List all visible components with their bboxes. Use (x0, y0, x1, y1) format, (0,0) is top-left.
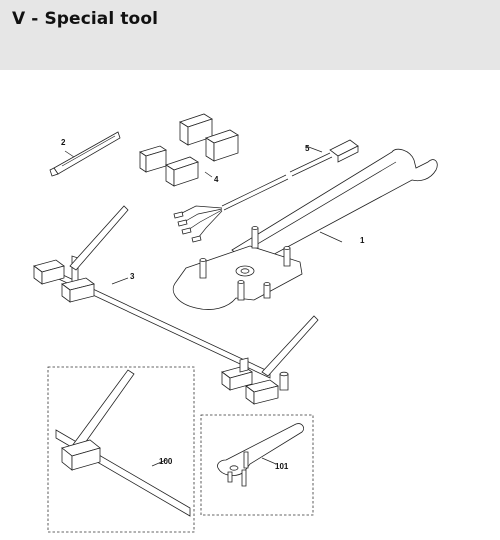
part-4-blocks[interactable] (139, 113, 239, 187)
callout-5: 5 (305, 144, 310, 153)
part-2-gauge-strip[interactable] (49, 131, 121, 177)
callout-4: 4 (214, 175, 219, 184)
callout-100: 100 (159, 457, 173, 466)
part-3-frame-gauge[interactable] (33, 205, 319, 405)
callout-3: 3 (130, 272, 135, 281)
part-5-cable-harness[interactable] (173, 139, 359, 243)
page-title: V - Special tool (12, 9, 159, 29)
detail-box-101 (200, 414, 314, 516)
part-1-setting-plate[interactable] (172, 148, 438, 310)
callout-101: 101 (275, 462, 289, 471)
detail-box-100 (47, 366, 195, 533)
callout-2: 2 (61, 138, 66, 147)
header-bar: V - Special tool (0, 0, 500, 70)
callout-1: 1 (360, 236, 365, 245)
